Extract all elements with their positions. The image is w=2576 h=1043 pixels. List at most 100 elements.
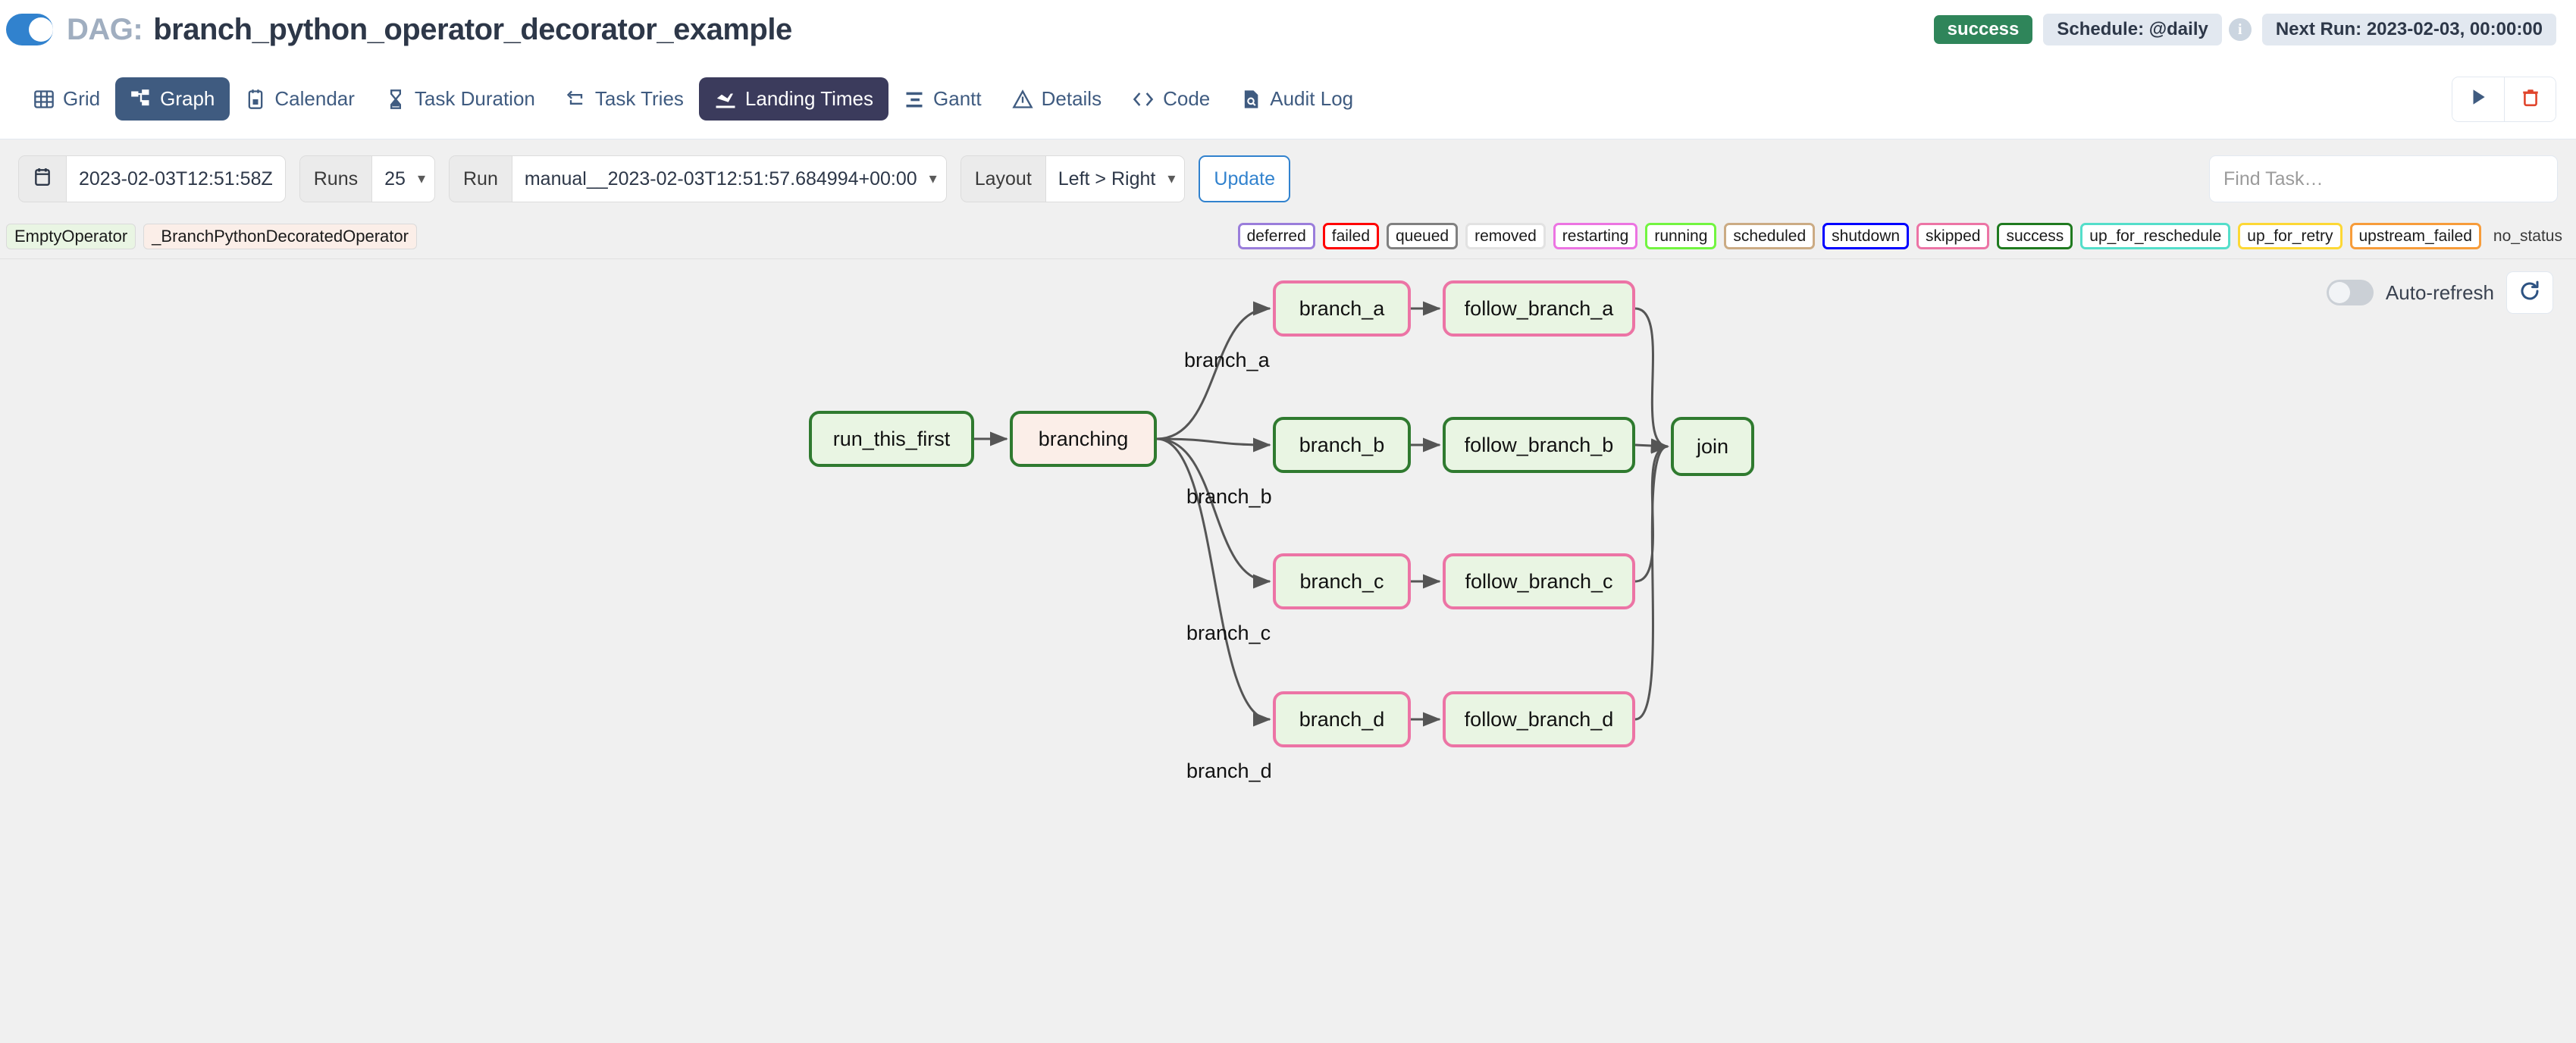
tab-label: Task Duration bbox=[414, 87, 535, 110]
retry-icon bbox=[566, 89, 587, 110]
edge-branching-to-branch_c bbox=[1156, 437, 1271, 589]
operator-legend: EmptyOperator _BranchPythonDecoratedOpera… bbox=[6, 223, 417, 249]
edge-label-branch_d: branch_d bbox=[1186, 760, 1272, 782]
calendar-icon bbox=[245, 89, 266, 110]
status-legend-item[interactable]: shutdown bbox=[1822, 223, 1910, 249]
edge-follow_branch_a-to-join bbox=[1634, 307, 1669, 454]
task-node-follow_branch_d[interactable]: follow_branch_d bbox=[1443, 691, 1635, 747]
task-node-join[interactable]: join bbox=[1671, 417, 1754, 476]
dag-pause-toggle[interactable] bbox=[6, 14, 53, 45]
task-node-follow_branch_a[interactable]: follow_branch_a bbox=[1443, 280, 1635, 337]
status-legend-item[interactable]: success bbox=[1997, 223, 2073, 249]
audit-log-icon bbox=[1240, 89, 1261, 110]
run-select[interactable]: manual__2023-02-03T12:51:57.684994+00:00… bbox=[511, 156, 946, 202]
layout-filter-group: Layout Left > Right ▾ bbox=[960, 155, 1186, 202]
status-badge: success bbox=[1933, 15, 2033, 44]
status-legend-item[interactable]: restarting bbox=[1553, 223, 1638, 249]
info-icon[interactable]: i bbox=[2228, 18, 2252, 41]
chevron-down-icon: ▾ bbox=[929, 171, 937, 187]
edge-label-branch_c: branch_c bbox=[1186, 622, 1271, 644]
tab-label: Grid bbox=[63, 87, 101, 110]
trigger-dag-button[interactable] bbox=[2452, 77, 2504, 121]
tab-bar: Grid Graph Calendar Task Duration Task T… bbox=[0, 59, 2576, 139]
calendar-button[interactable] bbox=[19, 156, 66, 202]
tab-label: Details bbox=[1041, 87, 1102, 110]
layout-select[interactable]: Left > Right ▾ bbox=[1045, 156, 1185, 202]
task-node-branch_c[interactable]: branch_c bbox=[1273, 553, 1411, 609]
task-node-branching[interactable]: branching bbox=[1010, 411, 1157, 467]
tab-audit-log[interactable]: Audit Log bbox=[1225, 77, 1368, 121]
tab-code[interactable]: Code bbox=[1117, 77, 1225, 121]
dag-actions bbox=[2452, 76, 2556, 122]
status-legend-item[interactable]: skipped bbox=[1916, 223, 1990, 249]
tab-details[interactable]: Details bbox=[997, 77, 1117, 121]
tab-graph[interactable]: Graph bbox=[115, 77, 230, 121]
operator-legend-item[interactable]: _BranchPythonDecoratedOperator bbox=[143, 223, 417, 249]
task-node-follow_branch_b[interactable]: follow_branch_b bbox=[1443, 417, 1635, 473]
task-node-branch_b[interactable]: branch_b bbox=[1273, 417, 1411, 473]
tab-gantt[interactable]: Gantt bbox=[888, 77, 997, 121]
update-button[interactable]: Update bbox=[1199, 155, 1291, 202]
edge-branching-to-branch_a bbox=[1156, 301, 1271, 440]
status-legend-item[interactable]: up_for_reschedule bbox=[2080, 223, 2231, 249]
tab-label: Calendar bbox=[274, 87, 355, 110]
landing-icon bbox=[714, 88, 737, 111]
run-value: manual__2023-02-03T12:51:57.684994+00:00 bbox=[524, 168, 917, 189]
tab-label: Audit Log bbox=[1270, 87, 1354, 110]
status-legend-item[interactable]: removed bbox=[1465, 223, 1546, 249]
tab-landing-times[interactable]: Landing Times bbox=[698, 77, 889, 121]
status-legend-item[interactable]: running bbox=[1645, 223, 1717, 249]
date-filter-group: 2023-02-03T12:51:58Z bbox=[18, 155, 286, 202]
schedule-badge: Schedule: @daily bbox=[2043, 14, 2222, 45]
tab-task-tries[interactable]: Task Tries bbox=[550, 77, 699, 121]
status-legend-item[interactable]: scheduled bbox=[1724, 223, 1816, 249]
page-header: DAG: branch_python_operator_decorator_ex… bbox=[0, 0, 2576, 59]
task-node-branch_d[interactable]: branch_d bbox=[1273, 691, 1411, 747]
runs-select[interactable]: 25 ▾ bbox=[371, 156, 434, 202]
schedule-group: Schedule: @daily i bbox=[2043, 14, 2252, 45]
runs-value: 25 bbox=[384, 168, 406, 189]
tab-label: Gantt bbox=[933, 87, 982, 110]
task-node-run_this_first[interactable]: run_this_first bbox=[809, 411, 974, 467]
tab-grid[interactable]: Grid bbox=[18, 77, 115, 121]
refresh-icon bbox=[2518, 280, 2541, 306]
filter-bar: 2023-02-03T12:51:58Z Runs 25 ▾ Run manua… bbox=[0, 139, 2576, 218]
graph-icon bbox=[130, 89, 152, 110]
refresh-controls: Auto-refresh bbox=[2326, 271, 2553, 314]
tab-calendar[interactable]: Calendar bbox=[230, 77, 370, 121]
runs-filter-group: Runs 25 ▾ bbox=[299, 155, 435, 202]
task-node-follow_branch_c[interactable]: follow_branch_c bbox=[1443, 553, 1635, 609]
status-legend-item[interactable]: queued bbox=[1387, 223, 1459, 249]
task-node-branch_a[interactable]: branch_a bbox=[1273, 280, 1411, 337]
tab-label: Landing Times bbox=[744, 87, 874, 110]
find-task-input[interactable]: Find Task… bbox=[2209, 155, 2558, 202]
refresh-button[interactable] bbox=[2506, 271, 2553, 314]
triangle-icon bbox=[1011, 89, 1033, 110]
auto-refresh-toggle[interactable] bbox=[2326, 280, 2374, 305]
no-status-legend-item: no_status bbox=[2493, 227, 2562, 245]
run-filter-group: Run manual__2023-02-03T12:51:57.684994+0… bbox=[448, 155, 947, 202]
layout-value: Left > Right bbox=[1058, 168, 1156, 189]
delete-dag-button[interactable] bbox=[2504, 77, 2556, 121]
status-legend-item[interactable]: upstream_failed bbox=[2349, 223, 2481, 249]
status-legend-item[interactable]: deferred bbox=[1237, 223, 1315, 249]
page-title: branch_python_operator_decorator_example bbox=[153, 12, 792, 46]
trash-icon bbox=[2521, 87, 2540, 111]
graph-canvas: Auto-refresh run_this_first branching bran… bbox=[0, 259, 2576, 1043]
run-label: Run bbox=[449, 156, 512, 202]
chevron-down-icon: ▾ bbox=[1167, 171, 1176, 187]
tab-label: Graph bbox=[160, 87, 215, 110]
runs-label: Runs bbox=[299, 156, 372, 202]
auto-refresh-label: Auto-refresh bbox=[2385, 280, 2494, 304]
chevron-down-icon: ▾ bbox=[417, 171, 425, 187]
date-input[interactable]: 2023-02-03T12:51:58Z bbox=[66, 156, 285, 202]
hourglass-icon bbox=[385, 89, 406, 110]
status-legend-item[interactable]: up_for_retry bbox=[2238, 223, 2343, 249]
operator-legend-item[interactable]: EmptyOperator bbox=[6, 223, 136, 249]
status-legend-item[interactable]: failed bbox=[1322, 223, 1379, 249]
tab-task-duration[interactable]: Task Duration bbox=[370, 77, 550, 121]
graph-edges bbox=[974, 301, 1669, 727]
edge-follow_branch_b-to-join bbox=[1634, 438, 1669, 453]
edge-label-branch_b: branch_b bbox=[1186, 485, 1272, 508]
